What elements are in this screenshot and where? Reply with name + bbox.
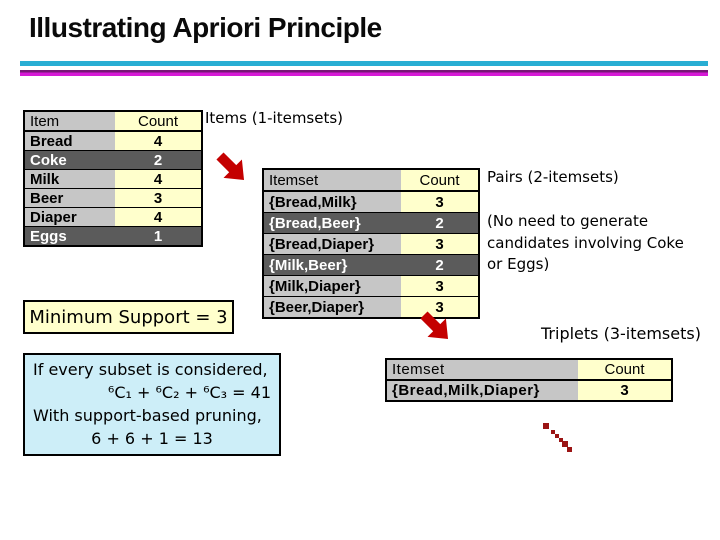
itemset-cell: Coke <box>25 151 115 169</box>
note-line-formula: ⁶C₁ + ⁶C₂ + ⁶C₃ = 41 <box>107 383 271 402</box>
subset-count-box: If every subset is considered, ⁶C₁ + ⁶C₂… <box>23 353 281 456</box>
triplets-label: Triplets (3-itemsets) <box>541 324 701 343</box>
itemset-cell: Bread <box>25 132 115 150</box>
dotted-arrow-trail-icon <box>543 423 573 457</box>
count-cell: 1 <box>115 227 201 245</box>
count-cell: 2 <box>401 213 478 233</box>
count-cell: 3 <box>401 192 478 212</box>
arrow-down-right-icon <box>208 144 256 196</box>
count-cell: 3 <box>401 234 478 254</box>
itemset-cell: {Milk,Beer} <box>264 255 401 275</box>
note-line: With support-based pruning, <box>33 406 262 425</box>
count-cell: 3 <box>401 297 478 317</box>
column-header-itemset: Itemset <box>264 170 401 190</box>
table-row: {Bread,Diaper}3 <box>264 233 478 254</box>
divider-teal <box>20 61 708 66</box>
itemset-cell: {Bread,Beer} <box>264 213 401 233</box>
arrow-down-right-icon <box>412 303 460 355</box>
column-header-itemset: Item <box>25 112 115 130</box>
count-cell: 3 <box>115 189 201 207</box>
itemset-cell: {Milk,Diaper} <box>264 276 401 296</box>
count-cell: 4 <box>115 132 201 150</box>
minimum-support-box: Minimum Support = 3 <box>23 300 234 334</box>
count-cell: 4 <box>115 170 201 188</box>
table-row-pruned: {Milk,Beer}2 <box>264 254 478 275</box>
itemset-cell: {Bread,Milk,Diaper} <box>387 381 578 400</box>
table-row: {Beer,Diaper}3 <box>264 296 478 317</box>
pairs-note: (No need to generate candidates involvin… <box>487 212 684 273</box>
divider-magenta <box>20 70 708 76</box>
itemset-cell: Diaper <box>25 208 115 226</box>
count-cell: 4 <box>115 208 201 226</box>
note-line: If every subset is considered, <box>33 360 268 379</box>
itemset-cell: {Beer,Diaper} <box>264 297 401 317</box>
table-row: {Milk,Diaper}3 <box>264 275 478 296</box>
pairs-label: Pairs (2-itemsets) <box>487 168 619 186</box>
table-row: {Bread,Milk}3 <box>264 191 478 212</box>
count-cell: 2 <box>401 255 478 275</box>
column-header-count: Count <box>115 112 201 130</box>
itemset-cell: Eggs <box>25 227 115 245</box>
itemset-cell: {Bread,Milk} <box>264 192 401 212</box>
column-header-itemset: Itemset <box>387 360 578 379</box>
itemset-cell: {Bread,Diaper} <box>264 234 401 254</box>
table-row: {Bread,Milk,Diaper}3 <box>387 380 671 400</box>
column-header-count: Count <box>401 170 478 190</box>
itemset-cell: Milk <box>25 170 115 188</box>
page-title: Illustrating Apriori Principle <box>29 12 382 43</box>
items-label: Items (1-itemsets) <box>205 109 344 127</box>
count-cell: 3 <box>578 381 671 400</box>
count-cell: 3 <box>401 276 478 296</box>
table-row-pruned: {Bread,Beer}2 <box>264 212 478 233</box>
note-line-formula: 6 + 6 + 1 = 13 <box>91 429 213 448</box>
column-header-count: Count <box>578 360 671 379</box>
itemset-cell: Beer <box>25 189 115 207</box>
count-cell: 2 <box>115 151 201 169</box>
